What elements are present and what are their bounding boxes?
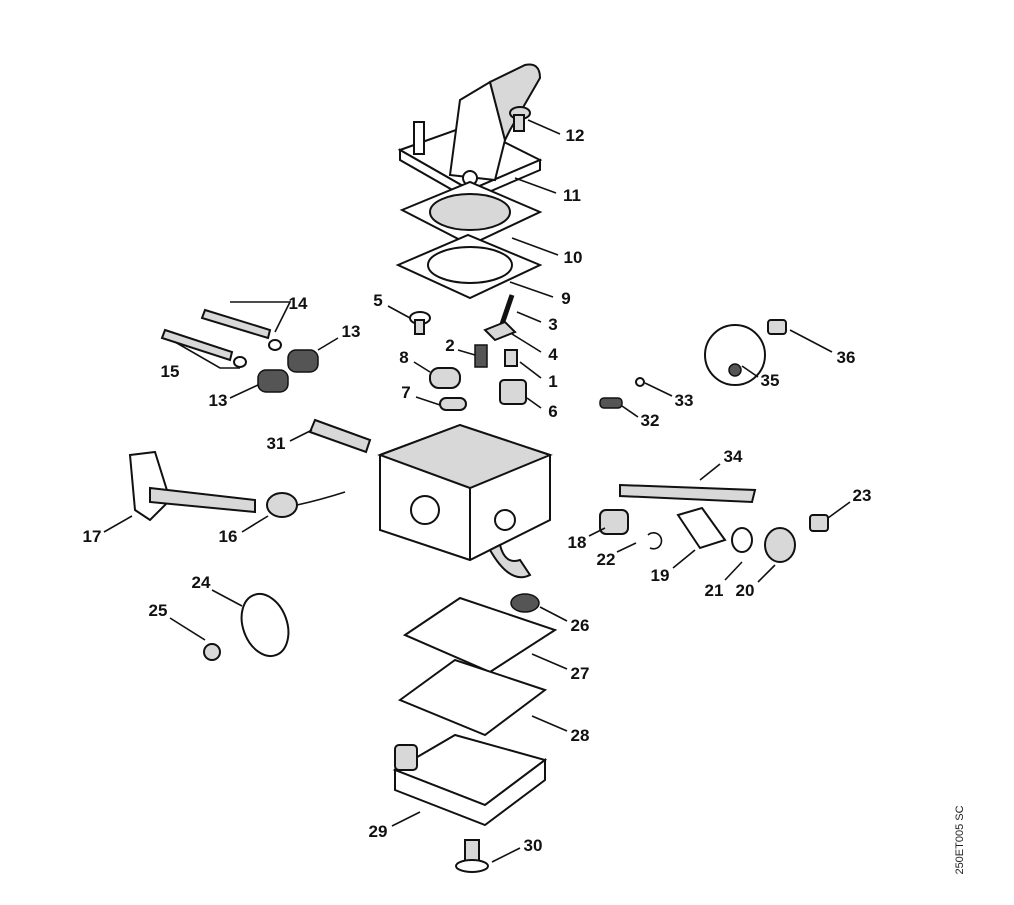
part-label-23: 23 xyxy=(852,486,872,505)
choke-shaft-part xyxy=(128,450,346,522)
part-label-10: 10 xyxy=(563,248,583,267)
part-label-25: 25 xyxy=(148,601,168,620)
part-label-27: 27 xyxy=(570,664,590,683)
part-label-15: 15 xyxy=(160,362,180,381)
part-label-34: 34 xyxy=(723,447,743,466)
screw-31-part xyxy=(308,418,372,454)
part-label-36: 36 xyxy=(836,348,856,367)
leader-lines xyxy=(103,119,851,863)
part-label-19: 19 xyxy=(650,566,670,585)
part-label-24: 24 xyxy=(191,573,211,592)
part-label-3: 3 xyxy=(548,315,558,334)
part-label-13: 13 xyxy=(208,391,228,410)
part-label-33: 33 xyxy=(674,391,694,410)
part-label-9: 9 xyxy=(561,289,571,308)
small-parts-1-8 xyxy=(409,294,527,411)
part-label-2: 2 xyxy=(445,336,455,355)
part-label-29: 29 xyxy=(368,822,388,841)
part-label-28: 28 xyxy=(570,726,590,745)
part-label-6: 6 xyxy=(548,402,558,421)
bottom-parts xyxy=(392,593,558,873)
part-label-35: 35 xyxy=(760,371,780,390)
screw-12-part xyxy=(509,106,531,132)
diaphragm-part xyxy=(399,180,543,247)
part-label-20: 20 xyxy=(735,581,755,600)
gasket-9-part xyxy=(395,233,543,300)
part-label-22: 22 xyxy=(596,550,616,569)
drawing-code: 250ET005 SC xyxy=(954,805,966,875)
choke-plate-part xyxy=(203,593,290,661)
part-label-26: 26 xyxy=(570,616,590,635)
part-label-32: 32 xyxy=(640,411,660,430)
carburetor-body-part xyxy=(377,423,553,579)
part-label-12: 12 xyxy=(565,126,585,145)
part-label-4: 4 xyxy=(548,345,558,364)
part-label-14: 14 xyxy=(288,294,308,313)
springs-13-part xyxy=(257,349,319,393)
part-label-13: 13 xyxy=(341,322,361,341)
part-label-17: 17 xyxy=(82,527,102,546)
adjusting-screws-part xyxy=(160,308,282,368)
part-label-8: 8 xyxy=(399,348,409,367)
part-label-21: 21 xyxy=(704,581,724,600)
right-side-parts xyxy=(599,319,829,563)
part-label-30: 30 xyxy=(523,836,543,855)
part-label-7: 7 xyxy=(401,383,411,402)
part-label-31: 31 xyxy=(266,434,286,453)
part-label-11: 11 xyxy=(563,186,581,205)
part-label-5: 5 xyxy=(373,291,383,310)
part-label-16: 16 xyxy=(218,527,238,546)
part-label-1: 1 xyxy=(548,372,558,391)
part-label-18: 18 xyxy=(567,533,587,552)
